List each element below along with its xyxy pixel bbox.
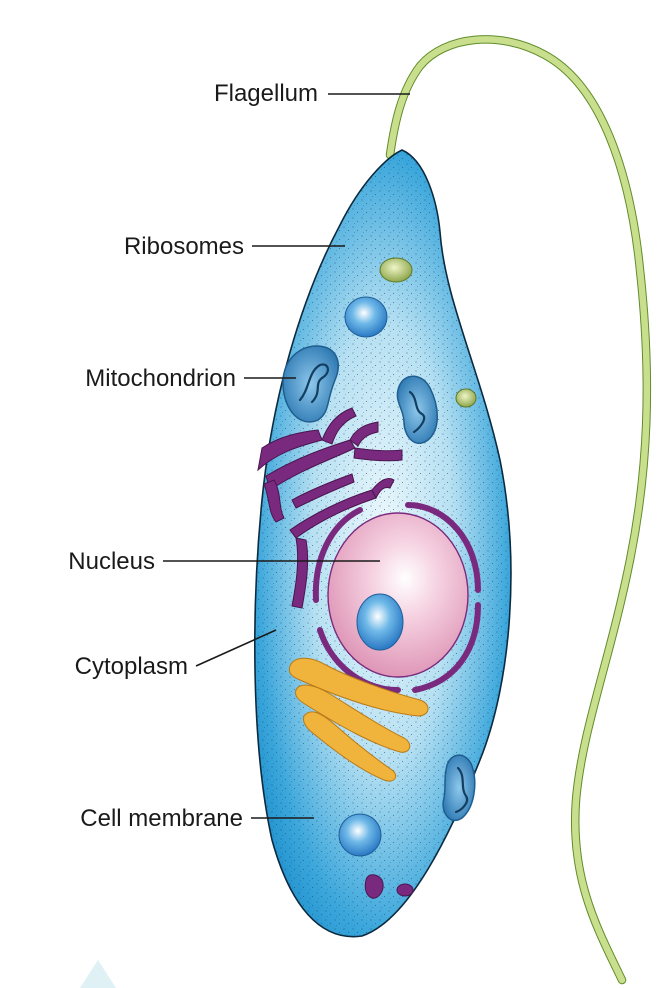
purple-granule — [364, 874, 384, 899]
green-vesicle — [455, 388, 477, 408]
label-flagellum: Flagellum — [214, 80, 410, 107]
watermark-triangle — [80, 960, 116, 988]
endoplasmic-reticulum — [257, 407, 403, 609]
nucleolus — [356, 593, 404, 651]
golgi-apparatus — [288, 657, 429, 782]
label-ribosomes-text: Ribosomes — [124, 233, 244, 260]
label-cell-membrane-text: Cell membrane — [80, 805, 243, 832]
label-cytoplasm-text: Cytoplasm — [75, 653, 188, 680]
label-nucleus: Nucleus — [68, 548, 380, 575]
label-cytoplasm: Cytoplasm — [75, 629, 277, 680]
flagellum — [385, 35, 652, 985]
purple-granule — [396, 883, 414, 897]
label-ribosomes: Ribosomes — [124, 233, 345, 260]
label-flagellum-text: Flagellum — [214, 80, 318, 107]
blue-vesicle — [344, 296, 388, 338]
nucleus — [327, 512, 469, 678]
mitochondrion — [396, 375, 438, 444]
mitochondrion — [282, 345, 339, 423]
blue-vesicle — [338, 813, 382, 857]
label-cell-membrane: Cell membrane — [80, 805, 314, 832]
label-mitochondrion: Mitochondrion — [85, 365, 296, 392]
label-nucleus-text: Nucleus — [68, 548, 155, 575]
nuclear-envelope — [312, 502, 481, 693]
label-mitochondrion-text: Mitochondrion — [85, 365, 236, 392]
mitochondrion — [442, 754, 476, 821]
green-vesicle — [379, 257, 413, 283]
